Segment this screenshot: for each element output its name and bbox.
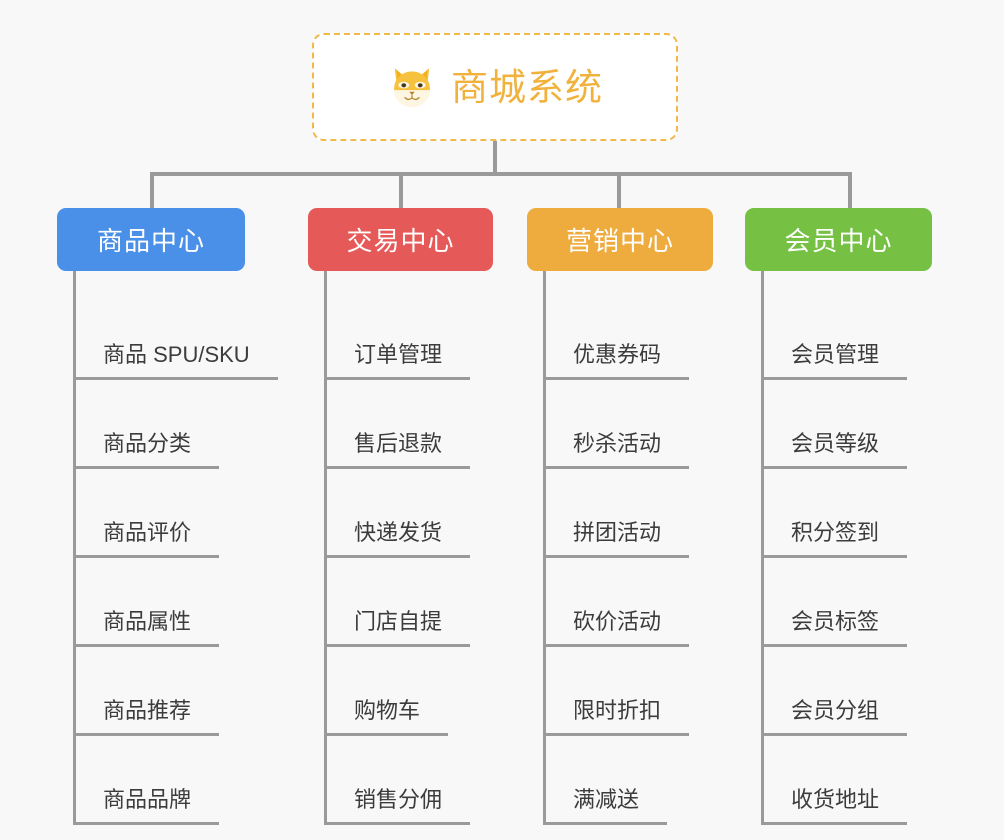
- category-header-marketing[interactable]: 营销中心: [527, 208, 713, 271]
- leaf-rail: [543, 271, 546, 825]
- leaf-item-label: 商品属性: [73, 608, 220, 647]
- leaf-item-label: 商品 SPU/SKU: [73, 341, 278, 380]
- leaf-item-label: 收货地址: [761, 786, 908, 825]
- leaf-item[interactable]: 商品分类: [73, 380, 277, 469]
- leaf-item[interactable]: 收货地址: [761, 736, 935, 825]
- leaf-item-label: 商品分类: [73, 430, 220, 469]
- category-column-trade: 交易中心 订单管理 售后退款 快递发货 门店自提 购物车 销售分佣: [308, 208, 498, 825]
- leaf-item[interactable]: 会员标签: [761, 558, 935, 647]
- leaf-item[interactable]: 售后退款: [324, 380, 498, 469]
- leaf-item[interactable]: 商品推荐: [73, 647, 277, 736]
- category-header-label: 商品中心: [96, 226, 205, 256]
- leaf-item[interactable]: 拼团活动: [543, 469, 717, 558]
- category-header-member[interactable]: 会员中心: [745, 208, 932, 271]
- leaf-item-label: 商品品牌: [73, 786, 220, 825]
- leaf-item-label: 快递发货: [324, 519, 471, 558]
- leaf-item-label: 满减送: [543, 786, 668, 825]
- leaf-item[interactable]: 满减送: [543, 736, 717, 825]
- leaf-item-label: 限时折扣: [543, 697, 690, 736]
- category-header-product[interactable]: 商品中心: [57, 208, 245, 271]
- category-header-label: 交易中心: [346, 226, 455, 256]
- connector-root-stem: [493, 141, 497, 174]
- leaf-list-trade: 订单管理 售后退款 快递发货 门店自提 购物车 销售分佣: [308, 271, 498, 825]
- leaf-item[interactable]: 优惠券码: [543, 291, 717, 380]
- leaf-list-marketing: 优惠券码 秒杀活动 拼团活动 砍价活动 限时折扣 满减送: [527, 271, 717, 825]
- shiba-dog-face-icon: [394, 68, 430, 108]
- leaf-item[interactable]: 商品评价: [73, 469, 277, 558]
- leaf-item-label: 销售分佣: [324, 786, 471, 825]
- leaf-item-label: 购物车: [324, 697, 449, 736]
- leaf-item[interactable]: 门店自提: [324, 558, 498, 647]
- connector-drop-category-2: [399, 172, 403, 210]
- leaf-item[interactable]: 购物车: [324, 647, 498, 736]
- leaf-item[interactable]: 商品品牌: [73, 736, 277, 825]
- leaf-item-label: 商品推荐: [73, 697, 220, 736]
- leaf-item[interactable]: 销售分佣: [324, 736, 498, 825]
- leaf-item[interactable]: 商品 SPU/SKU: [73, 291, 278, 380]
- leaf-item-label: 拼团活动: [543, 519, 690, 558]
- leaf-item-label: 会员等级: [761, 430, 908, 469]
- leaf-item-label: 订单管理: [324, 341, 471, 380]
- leaf-item[interactable]: 限时折扣: [543, 647, 717, 736]
- leaf-item-label: 售后退款: [324, 430, 471, 469]
- leaf-item[interactable]: 秒杀活动: [543, 380, 717, 469]
- leaf-item[interactable]: 砍价活动: [543, 558, 717, 647]
- leaf-item[interactable]: 会员分组: [761, 647, 935, 736]
- category-column-member: 会员中心 会员管理 会员等级 积分签到 会员标签 会员分组 收货地址: [745, 208, 935, 825]
- leaf-item[interactable]: 积分签到: [761, 469, 935, 558]
- leaf-item-label: 优惠券码: [543, 341, 690, 380]
- leaf-item[interactable]: 会员等级: [761, 380, 935, 469]
- leaf-item[interactable]: 快递发货: [324, 469, 498, 558]
- leaf-list-product: 商品 SPU/SKU 商品分类 商品评价 商品属性 商品推荐 商品品牌: [57, 271, 278, 825]
- category-header-label: 营销中心: [565, 226, 674, 256]
- leaf-item[interactable]: 会员管理: [761, 291, 935, 380]
- leaf-item-label: 会员标签: [761, 608, 908, 647]
- leaf-item-label: 砍价活动: [543, 608, 690, 647]
- leaf-rail: [324, 271, 327, 825]
- leaf-item-label: 门店自提: [324, 608, 471, 647]
- leaf-item-label: 秒杀活动: [543, 430, 690, 469]
- connector-drop-category-4: [848, 172, 852, 210]
- root-node-mall-system[interactable]: 商城系统: [312, 33, 678, 141]
- leaf-item-label: 商品评价: [73, 519, 220, 558]
- connector-drop-category-1: [150, 172, 154, 210]
- category-column-marketing: 营销中心 优惠券码 秒杀活动 拼团活动 砍价活动 限时折扣 满减送: [527, 208, 717, 825]
- leaf-item[interactable]: 商品属性: [73, 558, 277, 647]
- connector-drop-category-3: [617, 172, 621, 210]
- leaf-item[interactable]: 订单管理: [324, 291, 498, 380]
- connector-horizontal-bus: [150, 172, 852, 176]
- leaf-item-label: 会员管理: [761, 341, 908, 380]
- category-column-product: 商品中心 商品 SPU/SKU 商品分类 商品评价 商品属性 商品推荐 商品品牌: [57, 208, 278, 825]
- root-node-title: 商城系统: [451, 66, 603, 108]
- leaf-item-label: 会员分组: [761, 697, 908, 736]
- category-header-label: 会员中心: [784, 226, 893, 256]
- leaf-rail: [73, 271, 76, 825]
- leaf-rail: [761, 271, 764, 825]
- category-header-trade[interactable]: 交易中心: [308, 208, 493, 271]
- leaf-item-label: 积分签到: [761, 519, 908, 558]
- leaf-list-member: 会员管理 会员等级 积分签到 会员标签 会员分组 收货地址: [745, 271, 935, 825]
